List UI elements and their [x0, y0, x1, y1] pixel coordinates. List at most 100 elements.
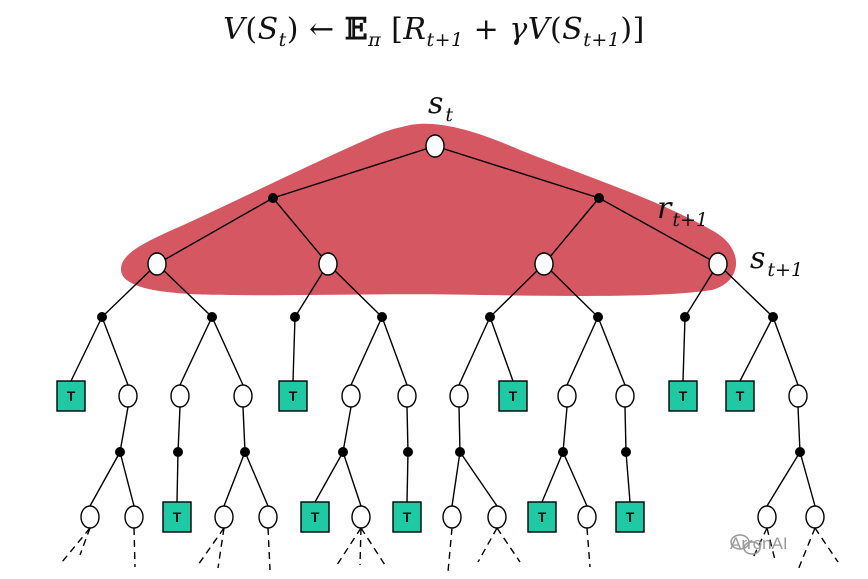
- state-node: [788, 384, 808, 408]
- action-node: [594, 193, 604, 203]
- continuation-edge: [751, 527, 768, 561]
- action-node: [115, 447, 125, 457]
- terminal-node: T: [668, 380, 698, 412]
- eq-paren-open: (: [245, 12, 258, 47]
- edge: [70, 316, 103, 382]
- state-node: [487, 505, 507, 529]
- edge: [177, 406, 181, 453]
- edge: [314, 451, 344, 503]
- edge: [797, 406, 801, 453]
- state-node: [147, 252, 167, 276]
- terminal-label: T: [289, 388, 298, 404]
- edge: [119, 406, 129, 453]
- edge: [381, 316, 408, 386]
- continuation-edge: [197, 527, 225, 566]
- terminal-node: T: [392, 501, 422, 533]
- edge: [242, 406, 246, 453]
- terminal-box: [668, 380, 698, 412]
- terminal-box: [392, 501, 422, 533]
- eq-expectation: 𝔼: [344, 12, 369, 47]
- action-node: [455, 447, 465, 457]
- terminal-box: [278, 380, 308, 412]
- terminal-label: T: [538, 509, 547, 525]
- action-node: [268, 193, 278, 203]
- terminal-label: T: [403, 509, 412, 525]
- edge: [342, 406, 352, 453]
- terminal-label: T: [679, 388, 688, 404]
- terminal-node: T: [162, 501, 192, 533]
- edge: [176, 451, 179, 503]
- edge: [156, 263, 213, 318]
- edge: [624, 406, 627, 453]
- eq-pi: π: [368, 29, 382, 51]
- state-node: [233, 384, 253, 408]
- state-node: [442, 505, 462, 529]
- eq-V: V: [223, 12, 246, 47]
- state-node: [118, 384, 138, 408]
- edge: [244, 451, 269, 507]
- action-node: [768, 312, 778, 322]
- edge: [89, 451, 121, 507]
- edge: [799, 451, 816, 507]
- terminal-box: [498, 380, 528, 412]
- edge: [223, 451, 246, 507]
- continuation-edge: [477, 527, 498, 563]
- edge: [543, 263, 599, 318]
- edge: [272, 145, 436, 199]
- action-node: [240, 447, 250, 457]
- eq-S2-sub: t+1: [583, 29, 621, 51]
- action-node: [290, 312, 300, 322]
- edge: [451, 451, 461, 507]
- edge: [272, 197, 329, 265]
- state-node: [449, 384, 469, 408]
- terminal-node: T: [527, 501, 557, 533]
- state-node: [258, 505, 278, 529]
- edge: [489, 263, 545, 318]
- state-node: [805, 505, 825, 529]
- action-node: [680, 312, 690, 322]
- action-node: [558, 447, 568, 457]
- terminal-node: T: [498, 380, 528, 412]
- terminal-label: T: [736, 388, 745, 404]
- edge: [406, 406, 409, 453]
- continuation-edge: [61, 527, 91, 563]
- action-node: [795, 447, 805, 457]
- continuation-edge: [797, 527, 816, 571]
- state-node: [214, 505, 234, 529]
- edge: [562, 406, 568, 453]
- edge: [327, 263, 383, 318]
- eq-paren-open-2: (: [549, 12, 563, 47]
- terminal-box: [615, 501, 645, 533]
- eq-V2: V: [527, 12, 550, 47]
- eq-paren-close-2: ): [620, 12, 633, 47]
- continuation-edge: [360, 527, 386, 566]
- continuation-edge: [133, 527, 136, 568]
- continuation-edge: [814, 527, 839, 563]
- eq-S: S: [257, 12, 279, 47]
- state-node: [318, 252, 338, 276]
- eq-R-sub: t+1: [426, 29, 464, 51]
- state-node: [534, 252, 554, 276]
- continuation-edge: [496, 527, 521, 563]
- action-node: [621, 447, 631, 457]
- action-node: [173, 447, 183, 457]
- edge: [562, 451, 588, 507]
- eq-bracket-close: ]: [632, 12, 645, 47]
- eq-paren-close: ): [286, 12, 299, 47]
- action-node: [338, 447, 348, 457]
- action-node: [377, 312, 387, 322]
- terminal-label: T: [626, 509, 635, 525]
- terminal-node: T: [615, 501, 645, 533]
- action-node: [403, 447, 413, 457]
- eq-bracket-open: [: [391, 12, 404, 47]
- terminal-label: T: [173, 509, 182, 525]
- edge: [119, 451, 135, 507]
- eq-plus: +: [473, 12, 500, 47]
- terminal-label: T: [67, 388, 76, 404]
- action-node: [97, 312, 107, 322]
- state-node: [577, 505, 597, 529]
- edge: [772, 316, 799, 386]
- continuation-edge: [766, 527, 776, 561]
- eq-S2: S: [562, 12, 584, 47]
